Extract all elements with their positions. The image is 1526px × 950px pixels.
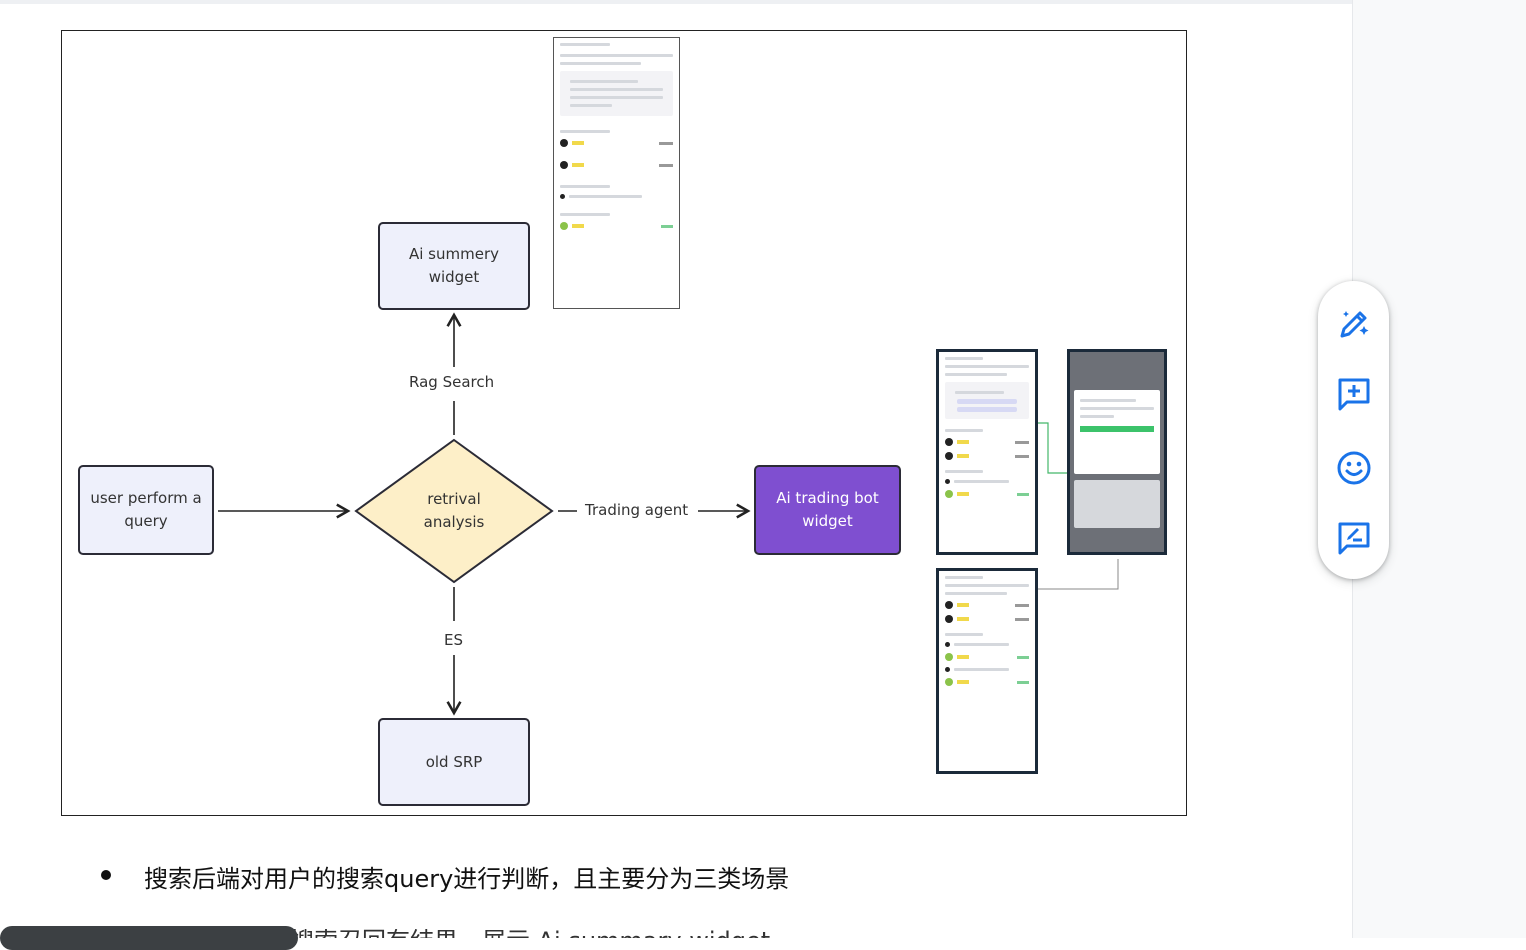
ai-edit-icon: [1340, 311, 1369, 338]
ai-trading-node: Ai trading bot widget: [754, 465, 901, 555]
phone-connector-gray: [1038, 559, 1119, 590]
retrival-label: retrival analysis: [423, 490, 485, 531]
top-bar: [0, 0, 1526, 4]
emoji-reaction-icon: [1337, 451, 1371, 485]
phone-connector-green: [1036, 422, 1074, 474]
decision-diamond: [354, 438, 554, 584]
flowchart-figure: user perform a query retrival analysis A…: [61, 30, 1187, 816]
rag-search-label: Rag Search: [405, 373, 499, 391]
flow-arrows: [218, 312, 1119, 716]
user-query-label: user perform a query: [90, 489, 202, 530]
trading-agent-label: Trading agent: [581, 501, 693, 519]
phone-mockup-trading-b: [1067, 349, 1167, 555]
floating-action-toolbar: [1318, 281, 1389, 579]
phone-mockup-old-srp: [936, 568, 1038, 774]
suggest-edit-icon: [1338, 522, 1370, 555]
emoji-reaction-button[interactable]: [1335, 449, 1373, 487]
suggest-edit-button[interactable]: [1335, 519, 1373, 557]
bullet-point: [101, 870, 111, 880]
ai-summary-node: Ai summery widget: [378, 222, 530, 310]
bottom-status-pill[interactable]: [0, 926, 298, 950]
bullet-text[interactable]: 搜索后端对用户的搜索query进行判断，且主要分为三类场景: [144, 865, 790, 893]
ai-summary-label: Ai summery widget: [408, 245, 499, 286]
retrival-node: retrival analysis: [400, 483, 508, 539]
ai-trading-label: Ai trading bot widget: [776, 489, 879, 530]
old-srp-label: old SRP: [425, 752, 483, 771]
phone-mockup-trading-a: [936, 349, 1038, 555]
es-label: ES: [440, 631, 467, 649]
add-comment-icon: [1338, 378, 1370, 411]
phone-mockup-summary: [553, 37, 680, 309]
user-query-node: user perform a query: [78, 465, 214, 555]
ai-edit-button[interactable]: [1335, 305, 1373, 343]
old-srp-node: old SRP: [378, 718, 530, 806]
partial-next-line[interactable]: 搜索召回有结果，展示 Ai summary widget: [290, 929, 770, 938]
add-comment-button[interactable]: [1335, 375, 1373, 413]
